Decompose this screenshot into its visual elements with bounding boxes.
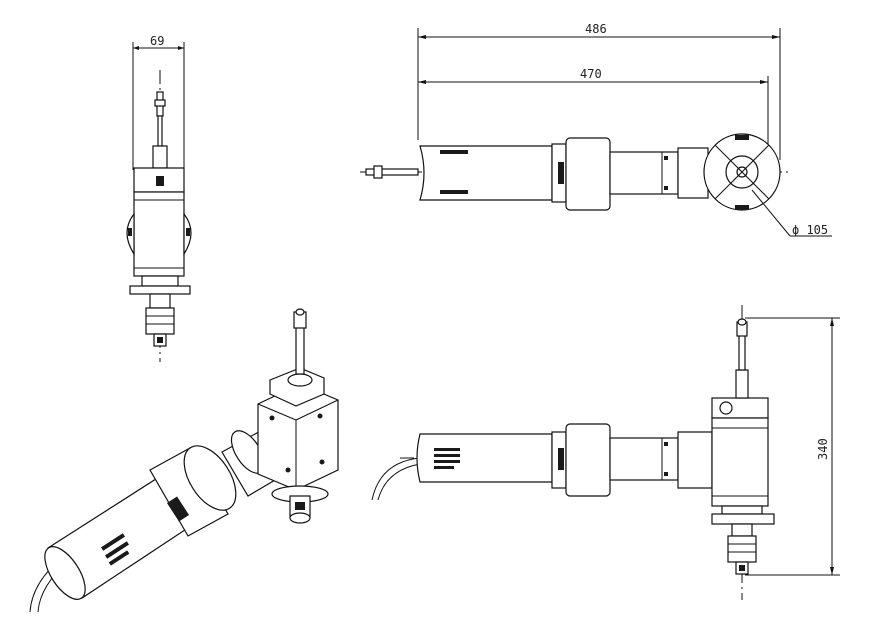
front-view: 69 [126,34,192,362]
side-view: 340 [371,305,840,600]
top-view: 486 470 ϕ 105 [360,22,832,237]
dim-body-length: 470 [580,67,602,81]
dim-overall-length: 486 [585,22,607,36]
perspective-view [29,308,339,613]
dim-disc-diameter: ϕ 105 [792,223,828,237]
dim-overall-height: 340 [816,438,830,460]
dim-front-width: 69 [150,34,164,48]
